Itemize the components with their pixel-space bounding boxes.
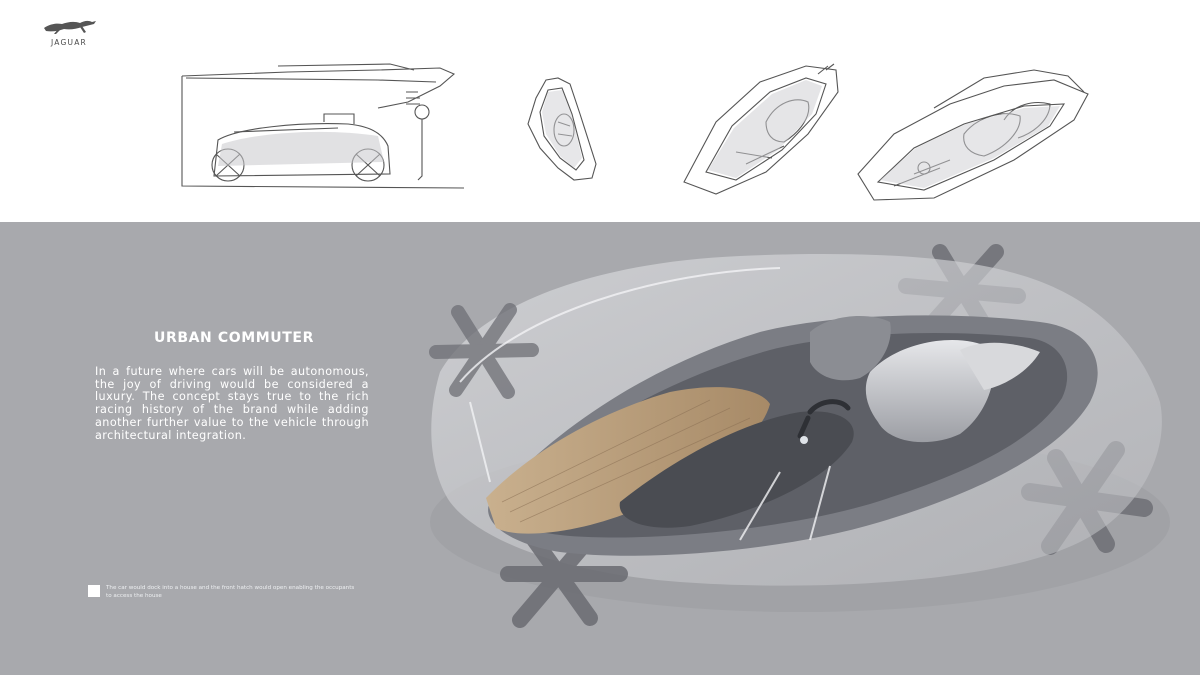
dashboard-light (800, 436, 808, 444)
seat-right (865, 340, 994, 443)
perspective-sketch-1 (683, 63, 839, 195)
jaguar-logo: JAGUAR (36, 16, 106, 50)
seat-left (810, 316, 891, 381)
sketch-strip (0, 0, 1200, 222)
concept-description: In a future where cars will be autonomou… (95, 365, 369, 442)
car-rendering (429, 244, 1170, 628)
wood-deck (486, 387, 770, 534)
center-console (619, 411, 854, 528)
caption-marker (88, 585, 100, 597)
leaper-icon (44, 20, 96, 34)
perspective-sketch-2 (857, 69, 1089, 201)
side-view-sketch (181, 63, 465, 189)
top-view-sketch (527, 77, 597, 181)
image-caption: The car would dock into a house and the … (106, 585, 355, 599)
brand-name: JAGUAR (51, 38, 87, 47)
steering-wheel (797, 399, 851, 439)
page-title: URBAN COMMUTER (154, 330, 314, 346)
